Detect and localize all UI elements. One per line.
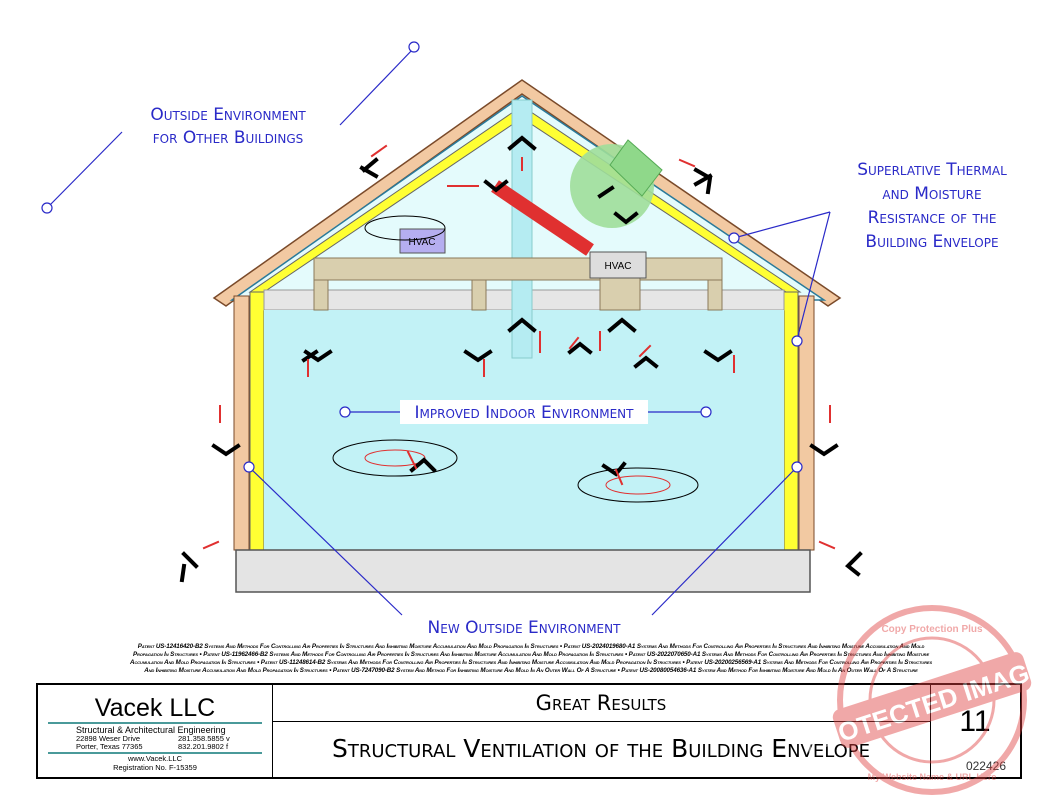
hvac-main-unit xyxy=(589,251,647,279)
airflow-arrows xyxy=(179,135,863,583)
title-block: Vacek LLC Structural & Architectural Eng… xyxy=(36,683,1022,779)
left-wall-insulation xyxy=(249,291,265,551)
roof-vent xyxy=(609,139,663,197)
hvac-attic-label: HVAC xyxy=(408,237,435,248)
label-superlative-4: Building Envelope xyxy=(865,232,998,252)
patent-line: Propagation In Structures • Patent US-11… xyxy=(132,651,930,658)
label-superlative-3: Resistance of the xyxy=(868,208,997,228)
air-swirl-left xyxy=(332,439,458,477)
air-swirl-left-inner xyxy=(364,449,426,467)
label-indoor-environment: Improved Indoor Environment xyxy=(415,403,635,423)
title-area: Great Results Structural Ventilation of … xyxy=(272,685,931,777)
left-wall-siding xyxy=(233,295,250,551)
right-wall-insulation xyxy=(783,291,799,551)
page-block: 11 022426 xyxy=(930,685,1020,777)
phone-fax: 832.201.9802 f xyxy=(178,742,229,751)
label-superlative-1: Superlative Thermal xyxy=(857,160,1007,180)
company-subtitle: Structural & Architectural Engineering xyxy=(76,725,226,735)
air-swirl-right xyxy=(577,467,699,503)
leader-lines xyxy=(46,47,831,616)
patent-line: And Inhibiting Moisture Accumulation And… xyxy=(144,667,918,674)
address-line-2: Porter, Texas 77365 xyxy=(76,742,143,751)
vertical-chase xyxy=(511,99,533,359)
air-swirl-right-inner xyxy=(605,475,671,495)
company-block: Vacek LLC Structural & Architectural Eng… xyxy=(38,685,273,777)
address-line-1: 22898 Weser Drive xyxy=(76,734,141,743)
label-new-outside-environment: New Outside Environment xyxy=(428,618,622,638)
page-number: 11 xyxy=(959,705,991,738)
registration-number: Registration No. F-15359 xyxy=(113,762,197,772)
exhaust-pipe xyxy=(491,180,594,256)
foundation xyxy=(235,549,811,593)
company-website: www.Vacek.LLC xyxy=(127,754,183,763)
leader-endpoints xyxy=(41,41,803,473)
company-name: Vacek LLC xyxy=(94,694,216,722)
label-outside-other-1: Outside Environment xyxy=(150,105,306,125)
attic-air-circulation xyxy=(364,215,446,241)
patent-notice: Patent US-12416420-B2 Systems And Method… xyxy=(36,643,1026,675)
drawing-title: Structural Ventilation of the Building E… xyxy=(331,734,871,763)
phone-voice: 281.358.5855 v xyxy=(178,734,230,743)
hvac-main-label: HVAC xyxy=(604,261,631,272)
label-superlative-2: and Moisture xyxy=(882,184,981,204)
label-outside-other-2: for Other Buildings xyxy=(153,128,304,148)
patent-line: Accumulation And Mold Propagation In Str… xyxy=(129,659,933,666)
indoor-label-bg xyxy=(400,400,648,424)
hvac-attic-unit xyxy=(399,228,446,254)
patent-line: Patent US-12416420-B2 Systems And Method… xyxy=(137,643,925,650)
right-wall-siding xyxy=(798,295,815,551)
drawing-date: 022426 xyxy=(965,759,1006,773)
drawing-heading: Great Results xyxy=(272,685,930,722)
roof-siding xyxy=(212,79,842,307)
